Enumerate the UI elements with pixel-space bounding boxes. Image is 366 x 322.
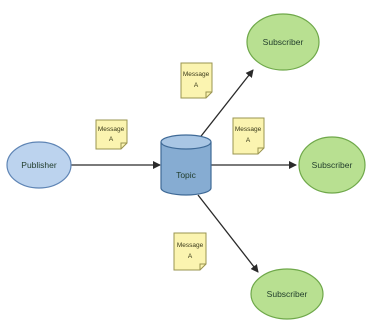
message-note-3-line1: Message (235, 126, 262, 133)
subscriber-label-top: Subscriber (263, 37, 304, 47)
arrow-topic-to-subscriber-top (197, 69, 254, 141)
topic-label: Topic (176, 170, 197, 180)
message-note-4-line2: A (188, 253, 193, 260)
subscriber-node-top: Subscriber (246, 13, 320, 71)
message-note-4: Message A (173, 232, 207, 271)
message-note-1: Message A (95, 119, 128, 150)
subscriber-label-bottom: Subscriber (267, 289, 308, 299)
subscriber-node-bottom: Subscriber (250, 268, 324, 320)
publisher-label: Publisher (21, 160, 57, 170)
message-note-2-line1: Message (183, 71, 210, 78)
arrows (71, 69, 297, 273)
message-note-2-line2: A (194, 82, 199, 89)
message-note-1-line2: A (109, 136, 114, 143)
topic-node: Topic (160, 134, 212, 196)
subscriber-label-middle: Subscriber (312, 160, 353, 170)
message-note-1-line1: Message (98, 126, 125, 133)
message-note-2: Message A (180, 62, 213, 99)
publisher-node: Publisher (6, 141, 72, 189)
arrow-topic-to-subscriber-bottom (197, 194, 259, 273)
message-note-3-line2: A (246, 137, 251, 144)
message-note-4-line1: Message (177, 242, 204, 249)
message-note-3: Message A (232, 117, 265, 155)
subscriber-node-middle: Subscriber (298, 136, 366, 194)
